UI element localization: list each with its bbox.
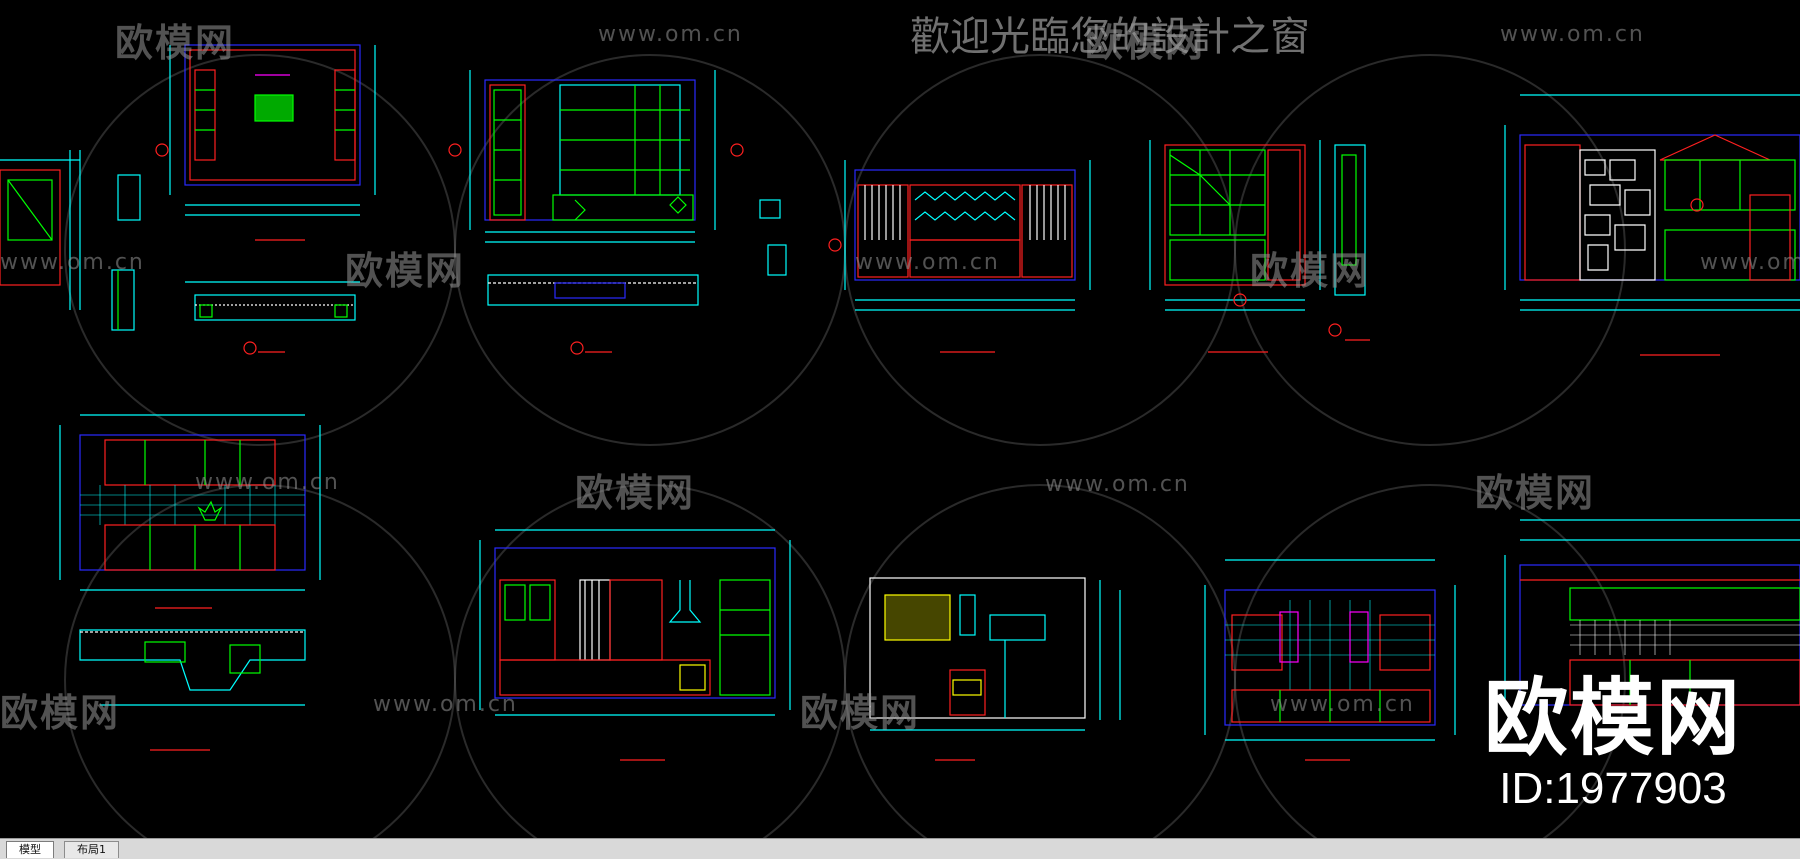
tab-layout1[interactable]: 布局1 (64, 841, 119, 858)
elevation-4 (828, 160, 1091, 353)
watermark-url: www.om.cn (1045, 472, 1190, 497)
watermark-brand: 欧模网 (0, 691, 121, 735)
elevation-6 (1504, 94, 1800, 356)
elevation-9 (869, 577, 1121, 761)
watermark-url: www.om.cn (598, 22, 743, 47)
watermark-brand: 欧模网 (1250, 249, 1371, 293)
drawing-elevations (0, 44, 1800, 838)
elevation-7 (59, 414, 321, 751)
welcome-banner: 歡迎光臨您的設計之窗 (910, 14, 1310, 60)
watermark-url: www.om.cn (1270, 692, 1415, 717)
layout-tab-bar: 模型 布局1 (0, 838, 1800, 859)
cad-model-space[interactable]: 欧模网 www.om.cn 欧模网 www.om.cn www.om.cn 欧模… (0, 0, 1800, 838)
watermark-url: www.om.cn (195, 470, 340, 495)
tab-model[interactable]: 模型 (6, 841, 54, 858)
elevation-8 (479, 529, 791, 761)
watermark-url: www.om.cn (373, 692, 518, 717)
elevation-5 (1149, 140, 1370, 353)
watermark-brand: 欧模网 (575, 471, 696, 515)
watermark-url: www.om.cn (855, 250, 1000, 275)
watermark-brand: 欧模网 (800, 691, 921, 735)
asset-id: ID:1977903 (1499, 764, 1727, 813)
brand-name: 欧模网 (1483, 669, 1742, 767)
elevation-10 (1204, 559, 1456, 761)
elevation-11 (1504, 519, 1800, 710)
watermark-brand: 欧模网 (345, 249, 466, 293)
elevation-2 (111, 44, 376, 355)
watermark-brand: 欧模网 (1475, 471, 1596, 515)
watermark-brand: 欧模网 (115, 21, 236, 65)
watermark-url: www.om.cn (1500, 22, 1645, 47)
brand-badge: 欧模网 ID:1977903 (1484, 672, 1742, 814)
elevation-3 (448, 70, 787, 355)
watermark-url: www.om.cn (1700, 250, 1800, 275)
watermark-url: www.om.cn (0, 250, 145, 275)
elevation-1 (0, 150, 81, 310)
watermark-brand: 欧模网 (1085, 21, 1206, 65)
